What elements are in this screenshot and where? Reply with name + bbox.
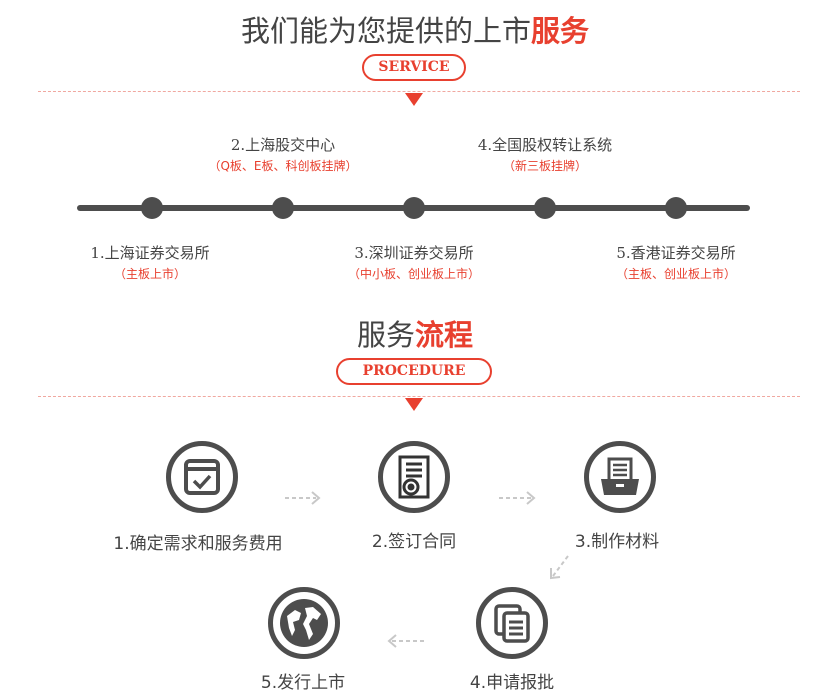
timeline-dot bbox=[141, 197, 163, 219]
service-badge: SERVICE bbox=[362, 54, 466, 81]
arrow-down-left-icon bbox=[550, 555, 569, 580]
market-sub: （主板、创业板上市） bbox=[615, 267, 736, 281]
market-label: 2.上海股交中心 bbox=[230, 136, 336, 154]
procedure-title-highlight: 流程 bbox=[415, 318, 474, 352]
market-sub: （主板上市） bbox=[113, 267, 186, 281]
globe-icon bbox=[268, 587, 340, 659]
divider bbox=[38, 91, 800, 92]
step-4-label: 4.申请报批 bbox=[469, 673, 555, 693]
documents-icon bbox=[476, 587, 548, 659]
market-label: 3.深圳证券交易所 bbox=[354, 244, 474, 262]
document-tray-icon bbox=[584, 441, 656, 513]
market-sub: （中小板、创业板上市） bbox=[347, 267, 480, 281]
procedure-title-text: 服务 bbox=[356, 318, 415, 352]
service-title-text: 我们能为您提供的上市 bbox=[240, 14, 531, 48]
market-sub: （新三板挂牌） bbox=[502, 159, 587, 173]
step-3-label: 3.制作材料 bbox=[574, 532, 660, 552]
triangle-down-icon bbox=[405, 398, 423, 411]
market-sub: （Q板、E板、科创板挂牌） bbox=[208, 159, 358, 173]
market-1: 1.上海证券交易所 （主板上市） bbox=[30, 242, 270, 282]
step-5-label: 5.发行上市 bbox=[260, 673, 346, 693]
timeline-dot bbox=[665, 197, 687, 219]
arrow-left-icon bbox=[387, 634, 424, 648]
calendar-check-icon bbox=[166, 441, 238, 513]
timeline-dot bbox=[272, 197, 294, 219]
market-2: 2.上海股交中心 （Q板、E板、科创板挂牌） bbox=[163, 134, 403, 174]
divider bbox=[38, 396, 800, 397]
step-2-label: 2.签订合同 bbox=[371, 532, 457, 552]
service-title: 我们能为您提供的上市服务 bbox=[0, 8, 830, 50]
arrow-right-icon bbox=[285, 491, 321, 505]
certificate-icon bbox=[378, 441, 450, 513]
timeline-dot bbox=[403, 197, 425, 219]
timeline-dot bbox=[534, 197, 556, 219]
procedure-badge: PROCEDURE bbox=[336, 358, 492, 385]
step-1-label: 1.确定需求和服务费用 bbox=[113, 534, 283, 554]
market-label: 5.香港证券交易所 bbox=[616, 244, 736, 262]
market-4: 4.全国股权转让系统 （新三板挂牌） bbox=[425, 134, 665, 174]
arrow-right-icon bbox=[499, 491, 536, 505]
service-title-highlight: 服务 bbox=[531, 14, 590, 48]
procedure-title: 服务流程 bbox=[0, 312, 830, 354]
market-label: 1.上海证券交易所 bbox=[90, 244, 210, 262]
market-5: 5.香港证券交易所 （主板、创业板上市） bbox=[556, 242, 796, 282]
market-3: 3.深圳证券交易所 （中小板、创业板上市） bbox=[294, 242, 534, 282]
triangle-down-icon bbox=[405, 93, 423, 106]
market-label: 4.全国股权转让系统 bbox=[477, 136, 613, 154]
